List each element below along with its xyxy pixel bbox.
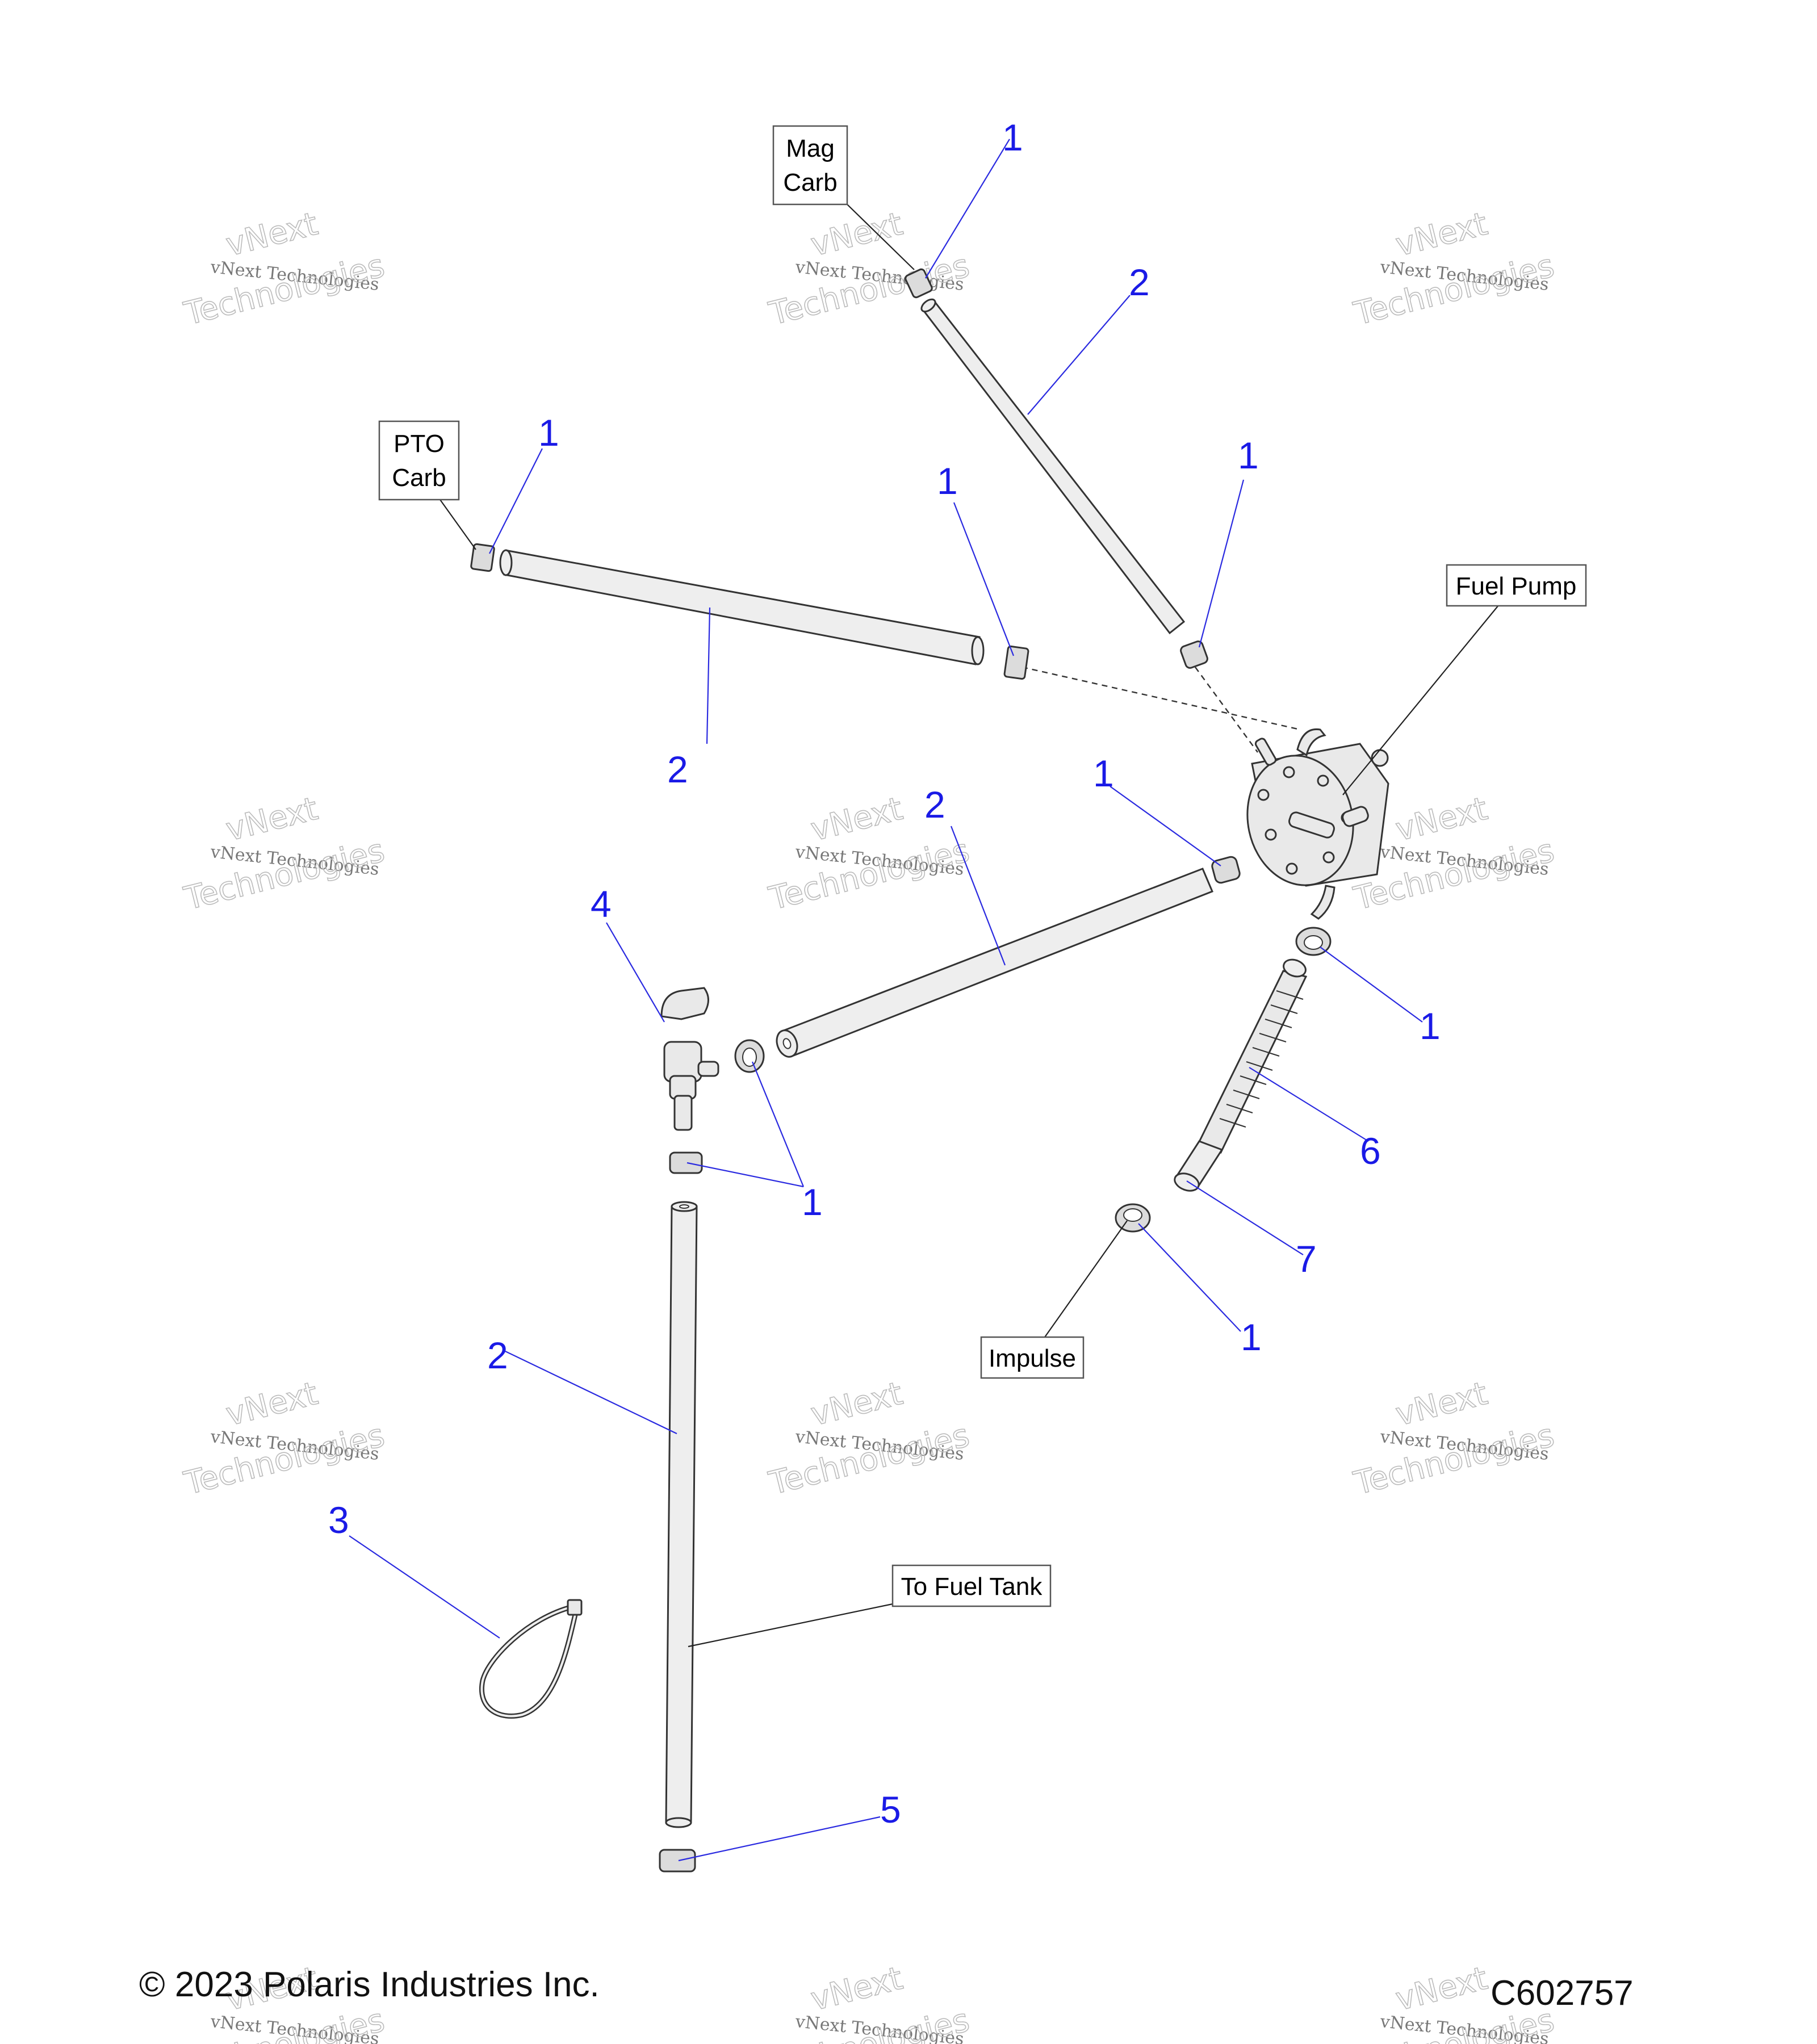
tank-clamp (659, 1849, 696, 1873)
callout-impulse-top-clamp: 1 (1420, 1005, 1441, 1047)
svg-text:vNext: vNext (1392, 790, 1491, 849)
pto-carb-clamp (470, 543, 495, 572)
routing-dash-mag (1195, 667, 1258, 753)
fuel-valve (660, 987, 719, 1131)
svg-text:vNext: vNext (223, 206, 321, 264)
svg-text:vNext: vNext (1392, 1960, 1491, 2018)
callout-corrugated-hose: 6 (1360, 1130, 1381, 1172)
svg-text:PTO: PTO (393, 430, 445, 458)
svg-text:vNext: vNext (807, 790, 906, 849)
label-mag-carb: Mag Carb (772, 125, 848, 206)
svg-text:Fuel Pump: Fuel Pump (1456, 572, 1577, 600)
diagram-id: C602757 (1491, 1974, 1634, 2013)
impulse-fitting (1174, 1140, 1224, 1192)
svg-text:vNext: vNext (807, 1375, 906, 1434)
callout-numbers: 1 2 1 1 2 1 1 2 4 1 1 6 7 1 2 3 5 (328, 116, 1441, 1831)
svg-text:vNext: vNext (223, 790, 321, 849)
svg-text:vNext: vNext (223, 1375, 321, 1434)
leader-lines (349, 139, 1423, 1862)
label-fuel-pump: Fuel Pump (1446, 564, 1587, 607)
watermark: vNext vNext Technologies Technologies (1350, 1375, 1558, 1503)
tank-hose (665, 1201, 698, 1828)
label-to-fuel-tank: To Fuel Tank (891, 1564, 1052, 1607)
callout-mag-clamp: 1 (1002, 116, 1023, 158)
callout-middle-hose: 2 (924, 784, 945, 826)
watermark: vNext vNext Technologies Technologies (1350, 205, 1558, 333)
watermark: vNext vNext Technologies Technologies (180, 1375, 388, 1503)
fuel-pump (1246, 728, 1389, 920)
svg-text:Carb: Carb (392, 464, 446, 492)
label-pto-carb: PTO Carb (378, 420, 460, 501)
callout-cable-tie: 3 (328, 1499, 349, 1541)
callout-valve: 4 (591, 883, 612, 925)
pump-top-clamp (1180, 640, 1208, 669)
middle-hose (776, 868, 1213, 1058)
mag-carb-clamp (905, 268, 933, 299)
callout-pto-clamp: 1 (538, 412, 559, 454)
svg-text:Impulse: Impulse (989, 1344, 1076, 1372)
svg-text:Mag: Mag (786, 135, 835, 162)
routing-dash-pto (1021, 666, 1301, 731)
svg-text:vNext: vNext (807, 1960, 906, 2018)
watermark: vNext vNext Technologies Technologies (180, 790, 388, 918)
callout-tank-clamp: 5 (880, 1789, 901, 1831)
svg-text:vNext: vNext (1392, 206, 1491, 264)
impulse-bottom-clamp (1115, 1203, 1151, 1233)
watermark: vNext vNext Technologies Technologies (765, 1959, 973, 2044)
valve-bottom-clamp (669, 1151, 703, 1174)
callout-impulse-fitting: 7 (1296, 1238, 1317, 1280)
cable-tie (479, 1599, 583, 1719)
watermark: vNext vNext Technologies Technologies (180, 205, 388, 333)
callout-pto-hose-right-clamp: 1 (937, 460, 958, 502)
pump-left-clamp (1211, 856, 1241, 884)
corrugated-hose (1196, 958, 1308, 1154)
callout-pto-hose: 2 (667, 748, 688, 790)
valve-side-clamp (734, 1039, 765, 1073)
callout-pump-left-clamp: 1 (1093, 752, 1114, 794)
mag-carb-hose (920, 298, 1186, 635)
label-impulse: Impulse (980, 1336, 1085, 1379)
svg-text:Carb: Carb (783, 169, 837, 196)
label-leaders (439, 204, 1500, 1648)
copyright-text: © 2023 Polaris Industries Inc. (139, 1965, 600, 2004)
callout-valve-clamps: 1 (802, 1181, 823, 1223)
callout-mag-hose: 2 (1129, 261, 1150, 303)
callout-tank-hose: 2 (487, 1334, 508, 1376)
pto-carb-hose (499, 549, 985, 665)
pto-hose-right-clamp (1003, 645, 1029, 680)
svg-text:To Fuel Tank: To Fuel Tank (901, 1573, 1043, 1601)
watermark: vNext vNext Technologies Technologies (765, 1375, 973, 1503)
callout-impulse-bottom-clamp: 1 (1241, 1316, 1262, 1358)
callout-pump-top-clamp: 1 (1238, 434, 1259, 476)
svg-text:vNext: vNext (1392, 1375, 1491, 1434)
